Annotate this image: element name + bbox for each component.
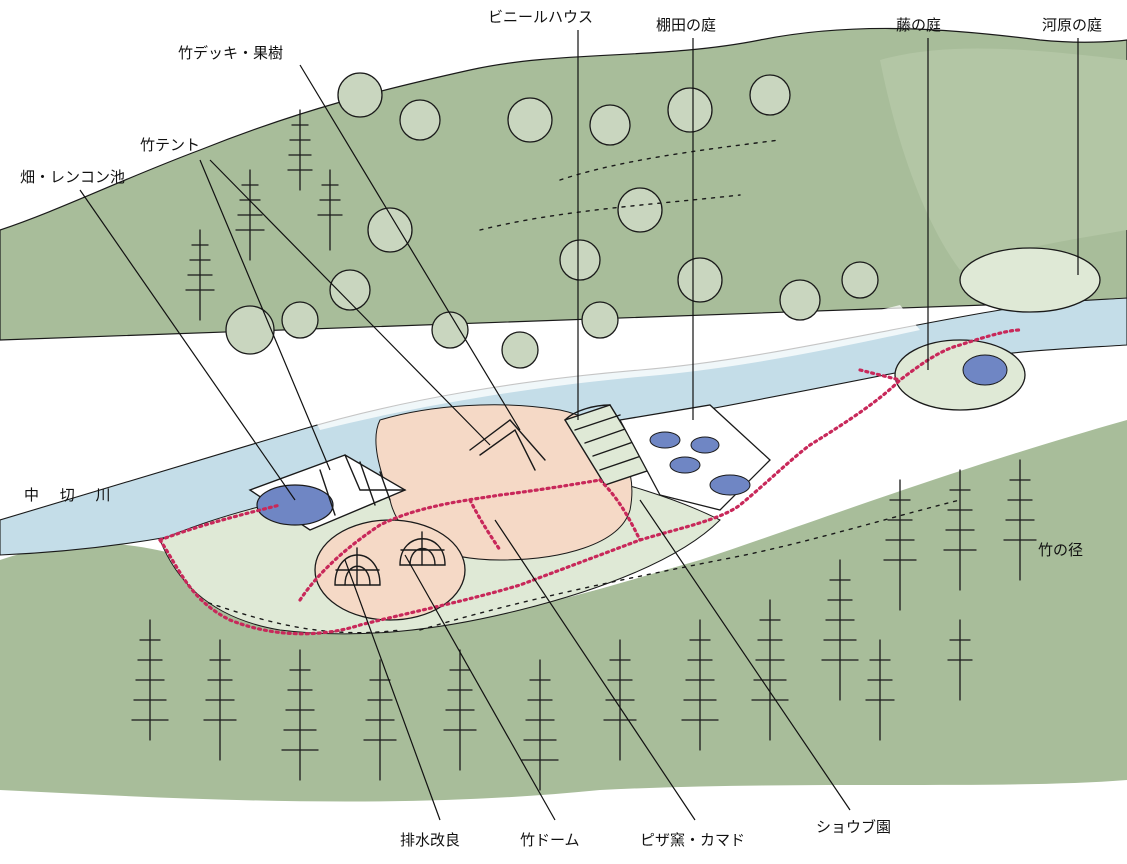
label-vinyl-house: ビニールハウス <box>488 8 593 26</box>
wisteria-pond <box>962 354 1008 386</box>
back-right-slope <box>880 48 1127 270</box>
front-slope <box>0 420 1127 864</box>
label-drainage: 排水改良 <box>400 831 460 849</box>
back-hill <box>0 27 1127 341</box>
label-iris-garden: ショウブ園 <box>816 818 891 836</box>
label-bamboo-path: 竹の径 <box>1038 541 1083 559</box>
walking-path-loop <box>158 368 902 602</box>
label-riverbank-garden: 河原の庭 <box>1042 16 1102 34</box>
label-bamboo-deck: 竹デッキ・果樹 <box>178 44 283 62</box>
leader-lines <box>79 30 1079 821</box>
bamboo-tents <box>469 419 546 471</box>
lotus-pond-structure <box>248 454 407 531</box>
label-pizza-oven: ピザ窯・カマド <box>640 831 745 849</box>
riverbank-zone <box>300 305 920 430</box>
contour-dashes <box>199 139 961 634</box>
label-river-name: 中 切 川 <box>24 486 119 504</box>
label-field-lotus: 畑・レンコン池 <box>20 168 125 186</box>
back-trees <box>225 72 879 369</box>
bottom-white <box>0 780 1127 864</box>
label-wisteria-garden: 藤の庭 <box>896 16 941 34</box>
front-conifers <box>131 459 1037 791</box>
label-terrace-garden: 棚田の庭 <box>656 16 716 34</box>
terrace-ponds <box>619 404 771 511</box>
walking-path <box>158 328 1022 636</box>
label-bamboo-dome: 竹ドーム <box>520 831 580 849</box>
riverbank-oval <box>959 247 1101 313</box>
label-bamboo-tent: 竹テント <box>140 136 200 154</box>
